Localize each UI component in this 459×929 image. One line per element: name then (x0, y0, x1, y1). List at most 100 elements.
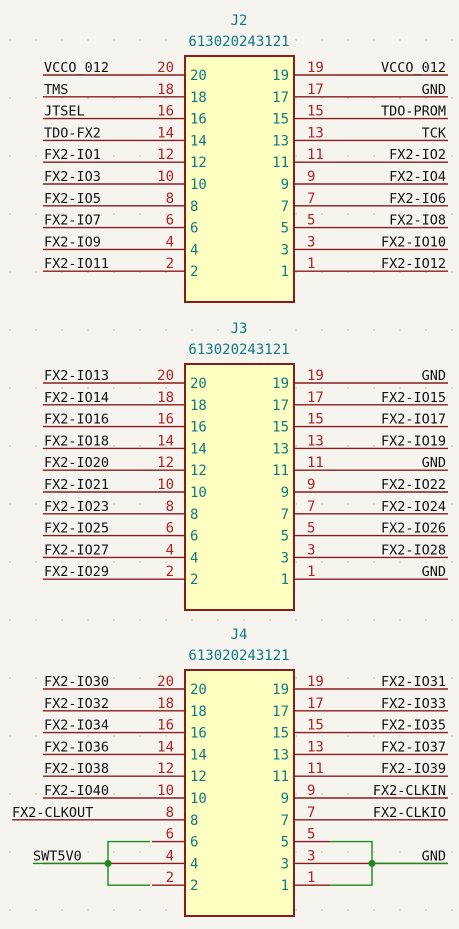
grid-dot (399, 619, 401, 621)
net-label[interactable]: JTSEL (44, 104, 85, 120)
net-label[interactable]: FX2-IO13 (44, 368, 109, 384)
grid-dot (113, 155, 115, 157)
net-label[interactable]: FX2-IO35 (381, 718, 446, 734)
pin-name: 8 (190, 199, 198, 215)
pin-number: 6 (166, 827, 174, 843)
net-label[interactable]: FX2-IO38 (44, 761, 109, 777)
net-label[interactable]: TCK (422, 125, 447, 141)
net-label[interactable]: FX2-IO1 (44, 147, 101, 163)
pin-name: 12 (190, 463, 207, 479)
net-label[interactable]: FX2-IO30 (44, 674, 109, 690)
connector-body[interactable] (184, 55, 295, 303)
net-label[interactable]: FX2-IO29 (44, 564, 109, 580)
connector-body[interactable] (184, 669, 295, 917)
pin-number: 3 (307, 848, 315, 864)
net-label[interactable]: FX2-IO36 (44, 739, 109, 755)
net-label[interactable]: FX2-IO23 (44, 499, 109, 515)
net-label[interactable]: VCCO_012 (44, 60, 109, 76)
net-label[interactable]: FX2-IO28 (381, 542, 446, 558)
net-label[interactable]: FX2-IO33 (381, 696, 446, 712)
net-label[interactable]: FX2-IO27 (44, 542, 109, 558)
grid-dot (9, 677, 11, 679)
net-label[interactable]: FX2-IO11 (44, 256, 109, 272)
grid-dot (87, 213, 89, 215)
net-label[interactable]: GND (422, 82, 446, 98)
net-label[interactable]: FX2-CLKIN (373, 783, 446, 799)
grid-dot (451, 503, 453, 505)
net-label[interactable]: FX2-IO22 (381, 477, 446, 493)
grid-dot (399, 97, 401, 99)
grid-dot (347, 677, 349, 679)
net-label[interactable]: FX2-IO19 (381, 433, 446, 449)
net-label[interactable]: FX2-CLKIO (373, 805, 446, 821)
grid-dot (9, 851, 11, 853)
net-label[interactable]: SWT5V0 (33, 848, 82, 864)
grid-dot (35, 909, 37, 911)
net-label[interactable]: FX2-IO15 (381, 390, 446, 406)
net-label[interactable]: FX2-IO24 (381, 499, 446, 515)
grid-dot (399, 387, 401, 389)
net-label[interactable]: FX2-IO7 (44, 213, 101, 229)
net-label[interactable]: TDO-FX2 (44, 125, 101, 141)
grid-dot (139, 39, 141, 41)
net-label[interactable]: FX2-IO21 (44, 477, 109, 493)
net-label[interactable]: GND (422, 848, 446, 864)
pin-name: 15 (272, 420, 289, 436)
grid-dot (113, 677, 115, 679)
net-label[interactable]: FX2-IO16 (44, 412, 109, 428)
net-label[interactable]: TDO-PROM (381, 104, 446, 120)
net-label[interactable]: FX2-IO9 (44, 234, 101, 250)
grid-dot (139, 213, 141, 215)
net-label[interactable]: FX2-IO4 (389, 169, 446, 185)
net-label[interactable]: FX2-CLKOUT (12, 805, 93, 821)
net-label[interactable]: FX2-IO2 (389, 147, 446, 163)
net-label[interactable]: FX2-IO40 (44, 783, 109, 799)
net-label[interactable]: FX2-IO18 (44, 433, 109, 449)
grid-dot (113, 387, 115, 389)
pin-name: 5 (281, 529, 289, 545)
grid-dot (165, 735, 167, 737)
pin-number: 16 (157, 104, 174, 120)
net-label[interactable]: GND (422, 455, 446, 471)
net-label[interactable]: FX2-IO31 (381, 674, 446, 690)
net-label[interactable]: FX2-IO14 (44, 390, 109, 406)
net-label[interactable]: FX2-IO10 (381, 234, 446, 250)
net-label[interactable]: GND (422, 368, 446, 384)
net-label[interactable]: FX2-IO37 (381, 739, 446, 755)
net-label[interactable]: FX2-IO12 (381, 256, 446, 272)
connector-body[interactable] (184, 363, 295, 611)
net-label[interactable]: FX2-IO32 (44, 696, 109, 712)
net-label[interactable]: FX2-IO17 (381, 412, 446, 428)
pin-number: 20 (157, 674, 174, 690)
pin-name: 9 (281, 485, 289, 501)
grid-dot (139, 793, 141, 795)
net-label[interactable]: FX2-IO3 (44, 169, 101, 185)
net-label[interactable]: FX2-IO25 (44, 521, 109, 537)
grid-dot (9, 445, 11, 447)
pin-number: 7 (307, 805, 315, 821)
pin-name: 2 (190, 572, 198, 588)
net-label[interactable]: FX2-IO6 (389, 191, 446, 207)
pin-number: 12 (157, 761, 174, 777)
net-label[interactable]: FX2-IO26 (381, 521, 446, 537)
net-label[interactable]: FX2-IO20 (44, 455, 109, 471)
pin-number: 3 (307, 542, 315, 558)
net-label[interactable]: FX2-IO34 (44, 718, 109, 734)
net-label[interactable]: FX2-IO39 (381, 761, 446, 777)
pin-number: 5 (307, 827, 315, 843)
grid-dot (165, 445, 167, 447)
net-label[interactable]: VCCO_012 (381, 60, 446, 76)
grid-dot (165, 213, 167, 215)
grid-dot (425, 503, 427, 505)
net-label[interactable]: FX2-IO8 (389, 213, 446, 229)
grid-dot (113, 213, 115, 215)
pin-name: 1 (281, 878, 289, 894)
net-label[interactable]: GND (422, 564, 446, 580)
pin-number: 8 (166, 805, 174, 821)
net-label[interactable]: FX2-IO5 (44, 191, 101, 207)
net-label[interactable]: TMS (44, 82, 68, 98)
grid-dot (373, 909, 375, 911)
